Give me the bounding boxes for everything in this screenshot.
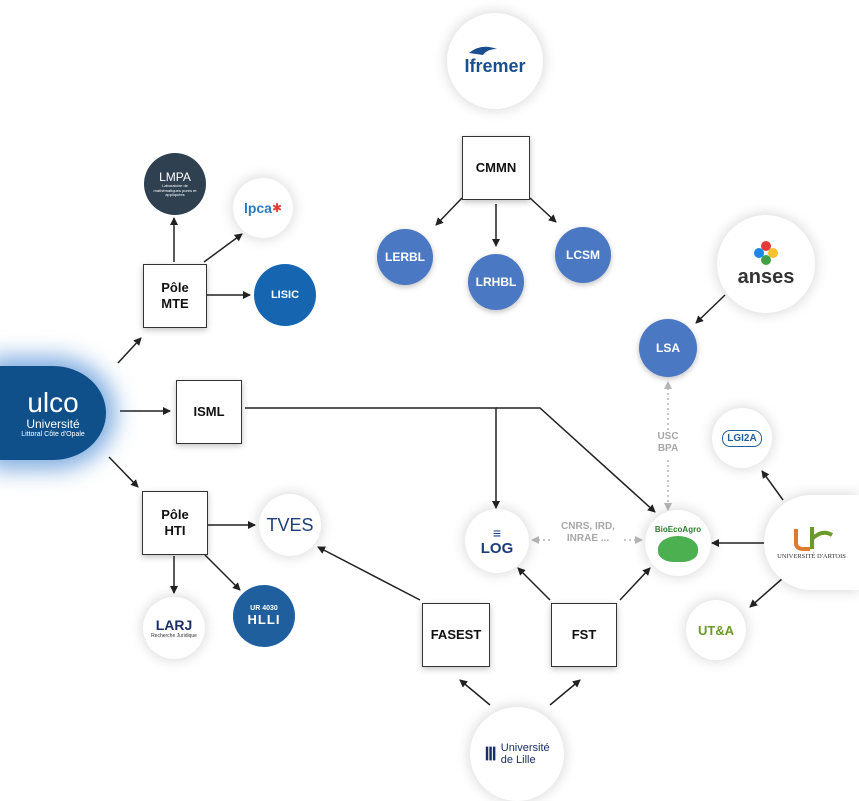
lari-node: LARJ Recherche Juridique	[143, 597, 205, 659]
hlli-top-label: UR 4030	[250, 605, 278, 612]
edge-artois-lgi2a	[761, 470, 784, 501]
pole-mte-line2: MTE	[161, 296, 189, 311]
lisic-node: LISIC	[254, 264, 316, 326]
cmmn-label: CMMN	[475, 159, 517, 175]
uta-label: UT&A	[697, 622, 735, 638]
usc-bpa-label: USC BPA	[648, 431, 688, 455]
lille-line1: Université	[500, 741, 550, 754]
lisic-label: LISIC	[270, 289, 300, 301]
pole-mte-box: Pôle MTE	[143, 264, 207, 328]
fst-label: FST	[571, 626, 597, 642]
lari-label: LARJ	[155, 617, 193, 633]
lerbl-node: LERBL	[377, 229, 433, 285]
fst-box: FST	[551, 603, 617, 667]
edge-fasest-tves	[317, 546, 421, 601]
edge-fst-log	[517, 567, 551, 601]
edge-isml-log	[245, 407, 500, 509]
pole-hti-line1: Pôle	[161, 506, 189, 522]
lrhbl-node: LRHBL	[468, 254, 524, 310]
lsa-node: LSA	[639, 319, 697, 377]
anses-label: anses	[737, 265, 795, 288]
lmpa-node: LMPA Laboratoire de mathématiques pures …	[144, 153, 206, 215]
ulco-sub1-label: Université	[26, 416, 80, 431]
pole-hti-line2: HTI	[164, 523, 186, 538]
lgi2a-node: LGI2A	[712, 408, 772, 468]
lari-sub-label: Recherche Juridique	[151, 633, 197, 639]
log-node: ≡ LOG	[465, 509, 529, 573]
bpa-line: BPA	[657, 443, 679, 454]
lgi2a-label: LGI2A	[722, 429, 762, 447]
edge-ulco-polehti	[108, 456, 139, 488]
ifremer-fish-icon	[469, 46, 497, 55]
usc-line: USC	[657, 431, 679, 442]
edge-anses-lsa	[695, 294, 726, 324]
edge-cmmn-lerbl	[435, 197, 463, 226]
isml-box: ISML	[176, 380, 242, 444]
bioecoagro-label: BioEcoAgro	[654, 524, 702, 534]
edge-isml-bioecoagro	[496, 407, 656, 513]
edge-cmmn-lcsm	[529, 197, 557, 223]
fasest-label: FASEST	[430, 626, 482, 642]
hlli-label: HLLI	[247, 612, 281, 627]
edge-polehti-hlli	[204, 554, 241, 591]
lpca-node: lpca ✱	[233, 178, 293, 238]
bioecoagro-node: BioEcoAgro	[645, 510, 711, 576]
lille-line2: de Lille	[500, 754, 536, 766]
pole-hti-box: Pôle HTI	[142, 491, 208, 555]
cmmn-box: CMMN	[462, 136, 530, 200]
edge-polemte-lpca	[203, 233, 243, 263]
lrhbl-label: LRHBL	[475, 275, 517, 289]
hlli-node: UR 4030 HLLI	[233, 585, 295, 647]
ulco-sub2-label: Littoral Côte d'Opale	[21, 430, 85, 438]
fasest-box: FASEST	[422, 603, 490, 667]
bioecoagro-leaf-icon	[658, 535, 698, 562]
ulco-node: ulco Université Littoral Côte d'Opale	[0, 366, 106, 460]
lpca-label: lpca	[243, 200, 272, 216]
log-stripes-icon: ≡	[492, 524, 502, 541]
lmpa-label: LMPA	[159, 170, 191, 185]
lcsm-node: LCSM	[555, 227, 611, 283]
edge-ulco-polemte	[117, 337, 142, 364]
cnrs-label: CNRS, IRD, INRAE ...	[548, 521, 628, 545]
isml-label: ISML	[193, 403, 225, 419]
cnrs-line2: INRAE ...	[566, 533, 610, 544]
log-label: LOG	[480, 539, 514, 557]
edge-fst-bioecoagro	[619, 567, 651, 601]
artois-logo-icon	[793, 527, 833, 551]
lerbl-label: LERBL	[385, 250, 425, 264]
anses-node: anses	[717, 215, 815, 313]
ulco-main-label: ulco	[27, 386, 79, 418]
cnrs-line1: CNRS, IRD,	[561, 521, 615, 532]
artois-node: UNIVERSITÉ D'ARTOIS	[764, 495, 859, 590]
edge-lille-fasest	[459, 679, 491, 706]
ifremer-node: Ifremer	[447, 13, 543, 109]
ifremer-label: Ifremer	[464, 55, 526, 76]
lille-logo-icon: Ⅲ	[484, 743, 497, 764]
artois-label: UNIVERSITÉ D'ARTOIS	[777, 553, 846, 560]
edge-artois-uta	[749, 577, 784, 608]
lmpa-sub-label: Laboratoire de mathématiques pures et ap…	[153, 183, 197, 198]
tves-label: TVES	[266, 514, 314, 535]
lsa-label: LSA	[656, 341, 680, 355]
anses-flower-icon	[754, 240, 778, 265]
edge-lille-fst	[549, 679, 581, 706]
uta-node: UT&A	[686, 600, 746, 660]
tves-node: TVES	[259, 494, 321, 556]
lpca-star-icon: ✱	[271, 201, 283, 215]
pole-mte-line1: Pôle	[161, 279, 189, 295]
lille-node: Ⅲ Université de Lille	[470, 707, 564, 801]
lcsm-label: LCSM	[566, 248, 600, 262]
